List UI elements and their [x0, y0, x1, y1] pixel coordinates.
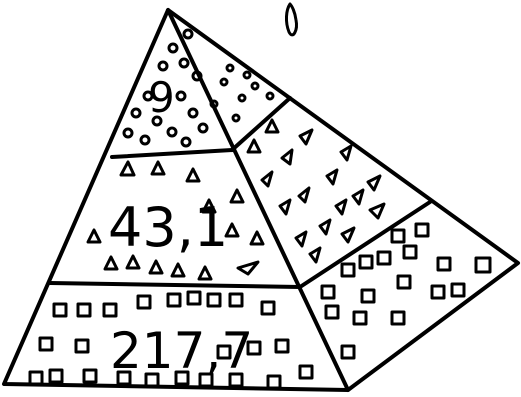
pen-mark [286, 4, 296, 35]
bottom-layer-value: 217,7 [110, 322, 253, 380]
top-layer-value: 9 [148, 73, 175, 122]
bottom-layer-squares [30, 224, 490, 388]
divider-side-top [232, 98, 290, 150]
pyramid-outline [4, 10, 518, 390]
divider-front-bottom [50, 283, 300, 287]
middle-layer-value: 43,1 [108, 196, 228, 259]
divider-front-top [112, 150, 232, 157]
top-layer-circles [124, 30, 273, 146]
